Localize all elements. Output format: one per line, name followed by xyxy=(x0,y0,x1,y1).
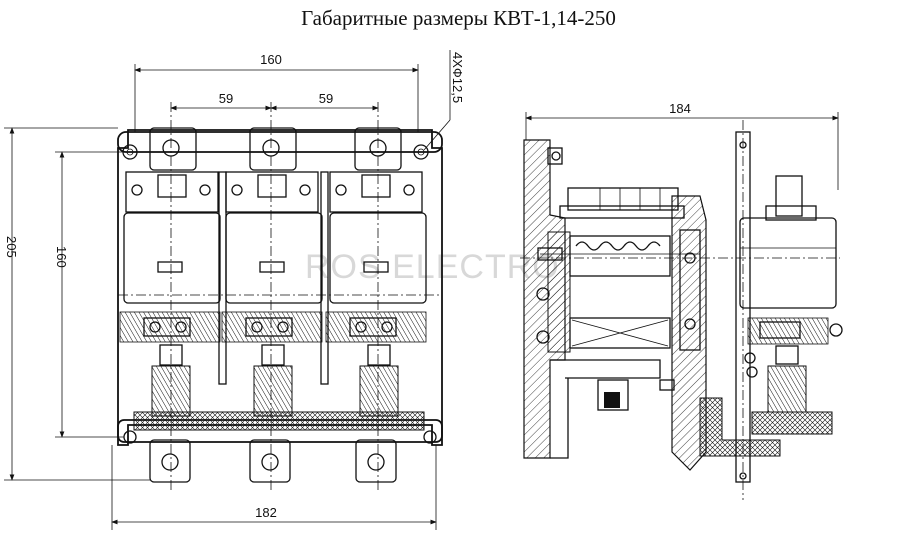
dim-height-total: 205 xyxy=(4,236,19,258)
dim-height-mount: 160 xyxy=(54,246,69,268)
dim-holes: 4XФ12,5 xyxy=(450,52,465,103)
front-view: 160 59 59 4XФ12,5 205 160 182 xyxy=(4,50,465,530)
pole-1 xyxy=(119,127,221,483)
dim-width-top: 160 xyxy=(260,52,282,67)
side-view: 184 xyxy=(520,101,843,500)
watermark-text: ROS ELECTRO xyxy=(305,248,560,286)
dim-depth: 184 xyxy=(669,101,691,116)
dim-pitch-left: 59 xyxy=(219,91,233,106)
dim-width-bottom: 182 xyxy=(255,505,277,520)
pole-3 xyxy=(325,127,427,483)
drawing-title: Габаритные размеры КВТ-1,14-250 xyxy=(301,6,616,30)
dim-pitch-right: 59 xyxy=(319,91,333,106)
pole-2 xyxy=(221,127,323,483)
